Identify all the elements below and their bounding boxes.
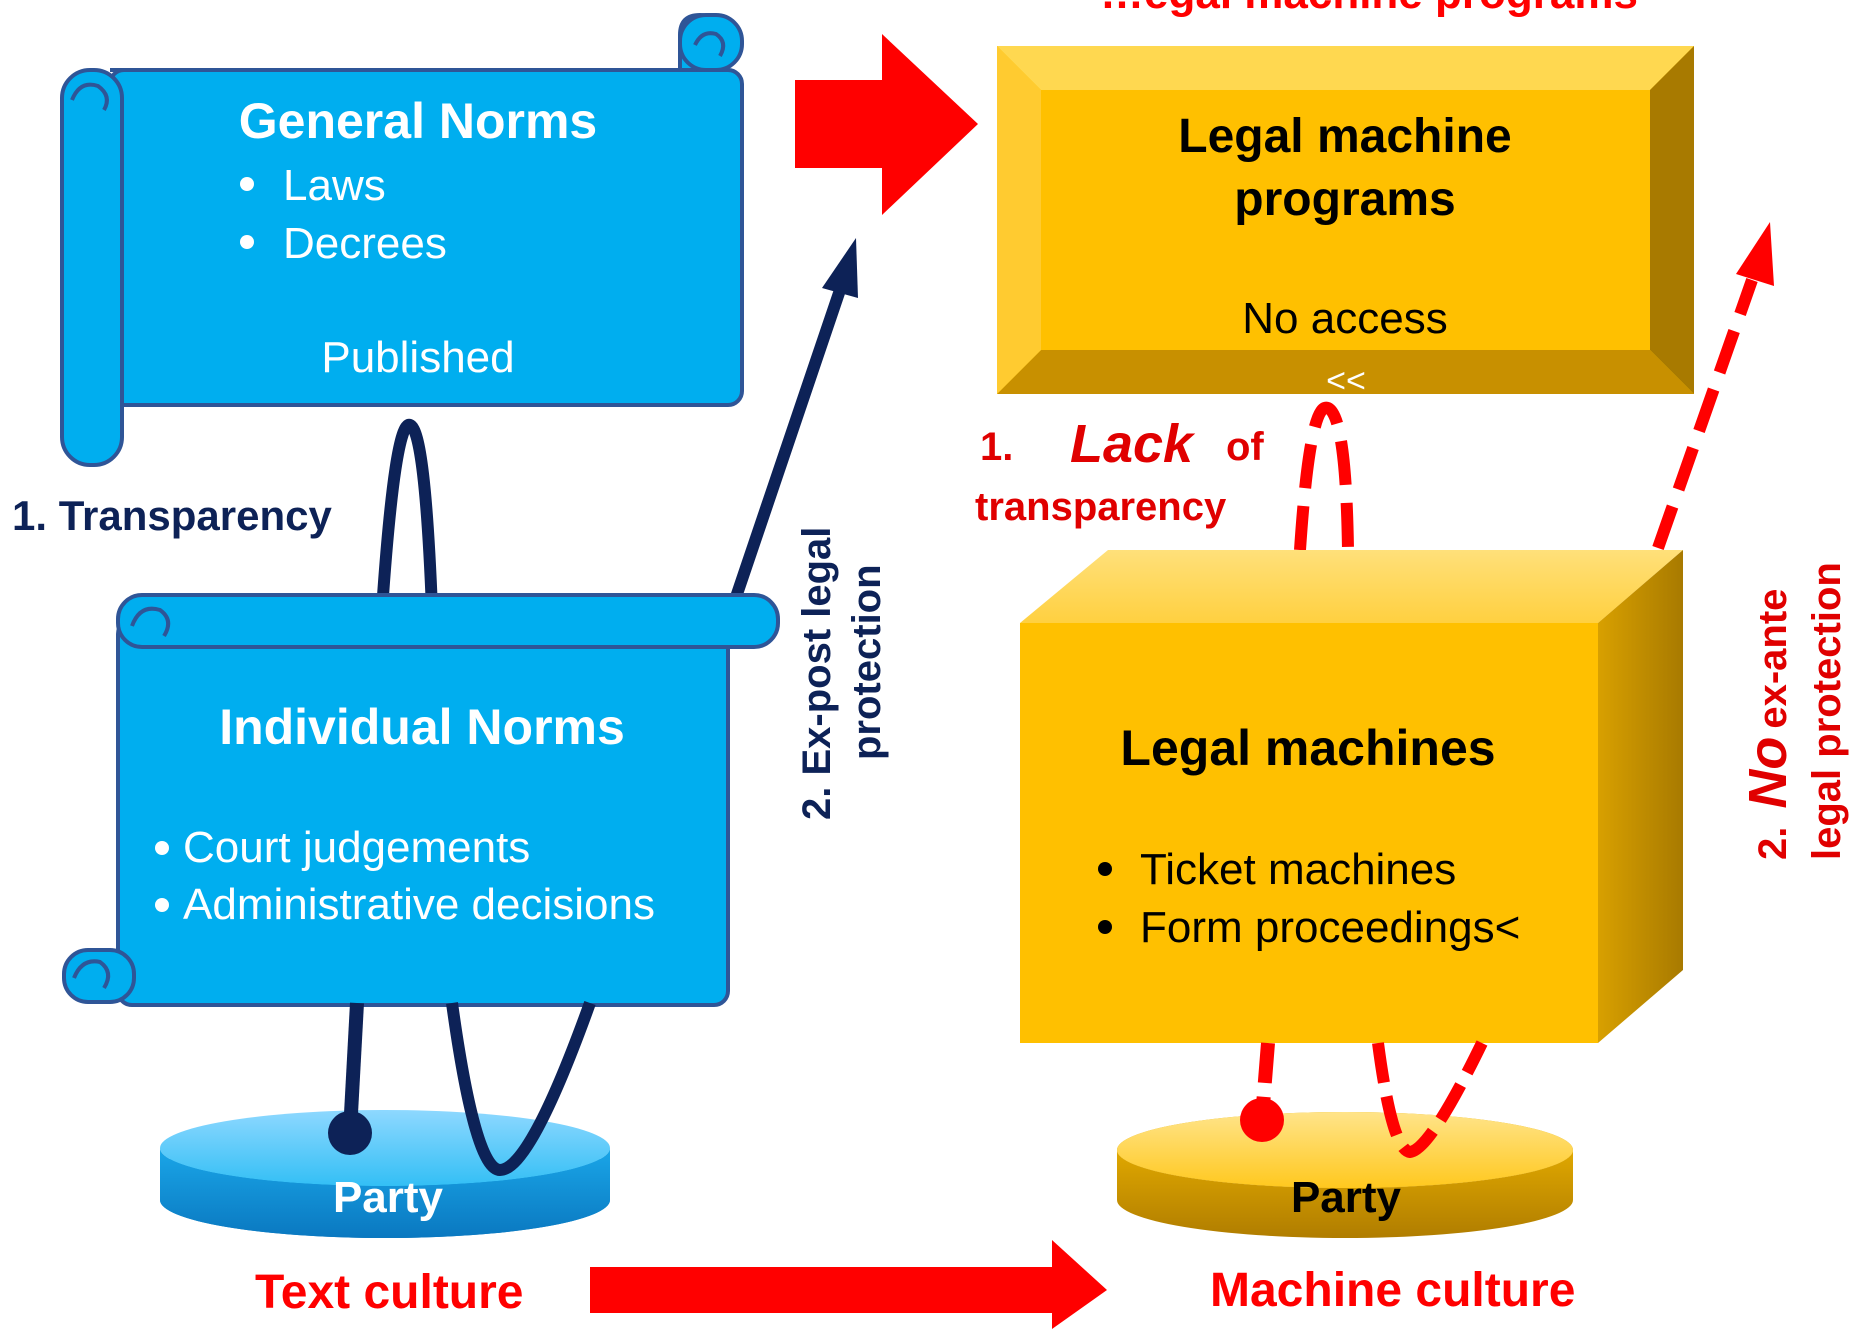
machines-party-loop [1372,1040,1488,1159]
top-title-fragment: …egal machine programs [1100,0,1638,18]
exante-arrow-line [1652,278,1758,550]
legal-machines-bullet-2 [1098,920,1112,934]
individual-party-dot [328,1111,372,1155]
individual-norms-scroll [62,593,780,1007]
exante-no: No [1738,737,1798,809]
individual-norms-item-2: Administrative decisions [183,880,655,929]
programs-marker: << [1326,362,1366,400]
general-norms-note: Published [321,333,514,382]
lack-transparency-loop [1294,401,1354,551]
text-culture-label: Text culture [255,1266,524,1319]
individual-norms-item-1: Court judgements [183,823,530,872]
exante-num: 2. [1751,827,1795,860]
culture-arrow-bottom [590,1240,1107,1329]
lack-num: 1. [980,425,1013,469]
party-right-label: Party [1291,1173,1402,1222]
general-norms-title: General Norms [239,93,597,149]
general-norms-item-2: Decrees [283,219,447,268]
individual-norms-bullet-1 [155,841,169,855]
transparency-label: 1. Transparency [12,492,332,539]
exante-rest: ex-ante [1751,589,1795,729]
exante-arrow-head [1736,222,1774,286]
machine-culture-label: Machine culture [1210,1264,1575,1317]
lack-of: of [1226,425,1264,469]
exante-label-line2: legal protection [1805,562,1849,860]
lack-word: Lack [1070,414,1196,474]
expost-arrow-line [729,288,846,602]
general-norms-bullet-2 [240,235,254,249]
transparency-loop [376,419,438,611]
transform-arrow-top [795,34,978,215]
programs-title-line2: programs [1234,173,1455,226]
exante-label-line1: 2. No ex-ante [1738,589,1798,860]
expost-label-line1: 2. Ex-post legal [795,527,839,820]
party-left-label: Party [333,1173,444,1222]
legal-machines-title: Legal machines [1120,720,1495,776]
machines-party-dot [1240,1098,1284,1142]
expost-arrow-head [822,238,858,298]
general-norms-item-1: Laws [283,161,386,210]
general-norms-bullet-1 [240,177,254,191]
programs-note: No access [1242,294,1447,343]
individual-party-stem [343,1002,364,1133]
expost-label-line2: protection [845,564,889,760]
party-disc-right [1117,1112,1573,1238]
individual-norms-title: Individual Norms [219,699,625,755]
legal-machines-bullet-1 [1098,862,1112,876]
legal-machines-item-1: Ticket machines [1140,845,1456,894]
general-norms-scroll [60,12,744,467]
party-disc-left [160,1110,610,1238]
programs-title-line1: Legal machine [1178,110,1511,163]
legal-machines-cube [1020,550,1683,1043]
lack-line2: transparency [975,485,1227,529]
legal-machine-programs-box [997,46,1694,394]
legal-machines-item-2: Form proceedings< [1140,903,1520,952]
individual-party-loop [446,1000,596,1177]
individual-norms-bullet-2 [155,898,169,912]
